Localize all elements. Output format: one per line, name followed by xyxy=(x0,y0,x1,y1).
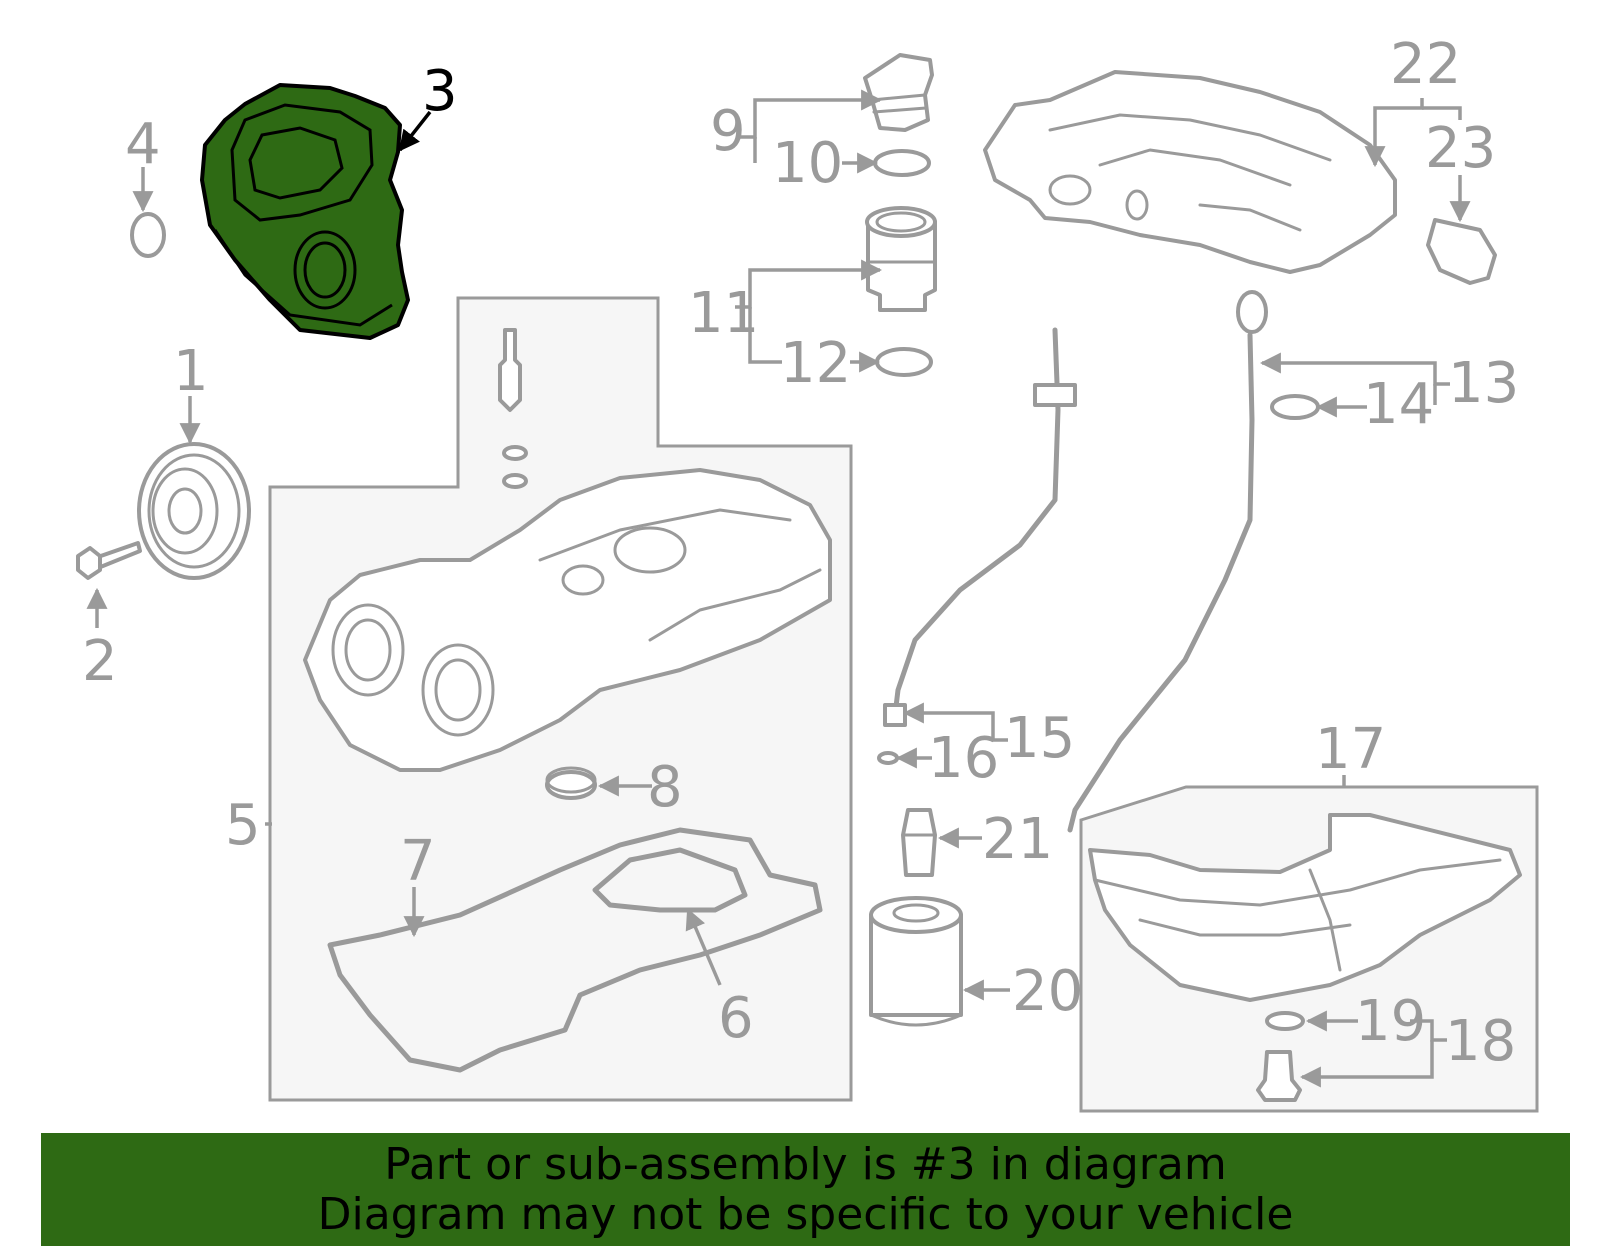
callout-12: 12 xyxy=(780,331,851,396)
callout-1: 1 xyxy=(173,339,209,404)
oil-filter-part-20 xyxy=(869,896,963,1027)
gasket-part-7 xyxy=(327,827,823,1073)
leader-lines xyxy=(86,89,1471,1088)
o-ring-part-12 xyxy=(875,347,933,377)
callout-20: 20 xyxy=(1012,959,1083,1024)
callout-2: 2 xyxy=(82,629,118,694)
callout-5: 5 xyxy=(225,793,261,858)
oil-tube-part-15 xyxy=(883,327,1077,727)
callout-9: 9 xyxy=(710,99,746,164)
filler-cap-part-9 xyxy=(863,53,934,132)
callouts: 1 2 3 4 5 6 7 8 9 10 11 12 13 14 15 16 1… xyxy=(82,32,1519,1074)
callout-21: 21 xyxy=(982,807,1053,872)
banner-line-1: Part or sub-assembly is #3 in diagram xyxy=(384,1138,1227,1190)
crank-pulley-part-1 xyxy=(137,442,251,580)
callout-6: 6 xyxy=(718,986,754,1051)
valve-cover-part-5 xyxy=(303,468,832,772)
gasket-part-23 xyxy=(1426,218,1497,285)
seal-part-8 xyxy=(545,766,597,800)
callout-18: 18 xyxy=(1445,1009,1516,1074)
callout-7: 7 xyxy=(400,829,436,894)
callout-16: 16 xyxy=(928,726,999,791)
callout-17: 17 xyxy=(1315,717,1386,782)
callout-23: 23 xyxy=(1425,116,1496,181)
o-ring-part-10 xyxy=(873,149,931,177)
callout-8: 8 xyxy=(647,755,683,820)
info-banner: Part or sub-assembly is #3 in diagram Di… xyxy=(41,1133,1570,1246)
o-ring-part-14 xyxy=(1270,394,1320,420)
callout-13: 13 xyxy=(1448,351,1519,416)
callout-3: 3 xyxy=(422,59,458,124)
callout-19: 19 xyxy=(1355,989,1426,1054)
callout-14: 14 xyxy=(1363,372,1434,437)
drain-plug-part-18 xyxy=(1256,1050,1302,1102)
sensor-part xyxy=(498,328,528,489)
gasket-part-6 xyxy=(592,847,748,913)
callout-11: 11 xyxy=(688,281,759,346)
callout-10: 10 xyxy=(772,131,843,196)
intake-manifold-part-22 xyxy=(983,70,1397,274)
bolt-part-2 xyxy=(76,541,142,580)
filler-tube-part-11 xyxy=(865,206,937,312)
callout-22: 22 xyxy=(1390,32,1461,97)
dipstick-part-13 xyxy=(1067,290,1268,833)
washer-part-19 xyxy=(1265,1011,1305,1031)
banner-line-2: Diagram may not be specific to your vehi… xyxy=(317,1188,1294,1240)
oil-pan-part-17 xyxy=(1088,813,1522,1002)
o-ring-part-4 xyxy=(130,212,166,258)
callout-15: 15 xyxy=(1004,706,1075,771)
callout-4: 4 xyxy=(125,112,161,177)
timing-cover-part-3[interactable] xyxy=(200,83,410,340)
clip-part-16 xyxy=(877,751,899,765)
switch-part-21 xyxy=(901,808,937,877)
